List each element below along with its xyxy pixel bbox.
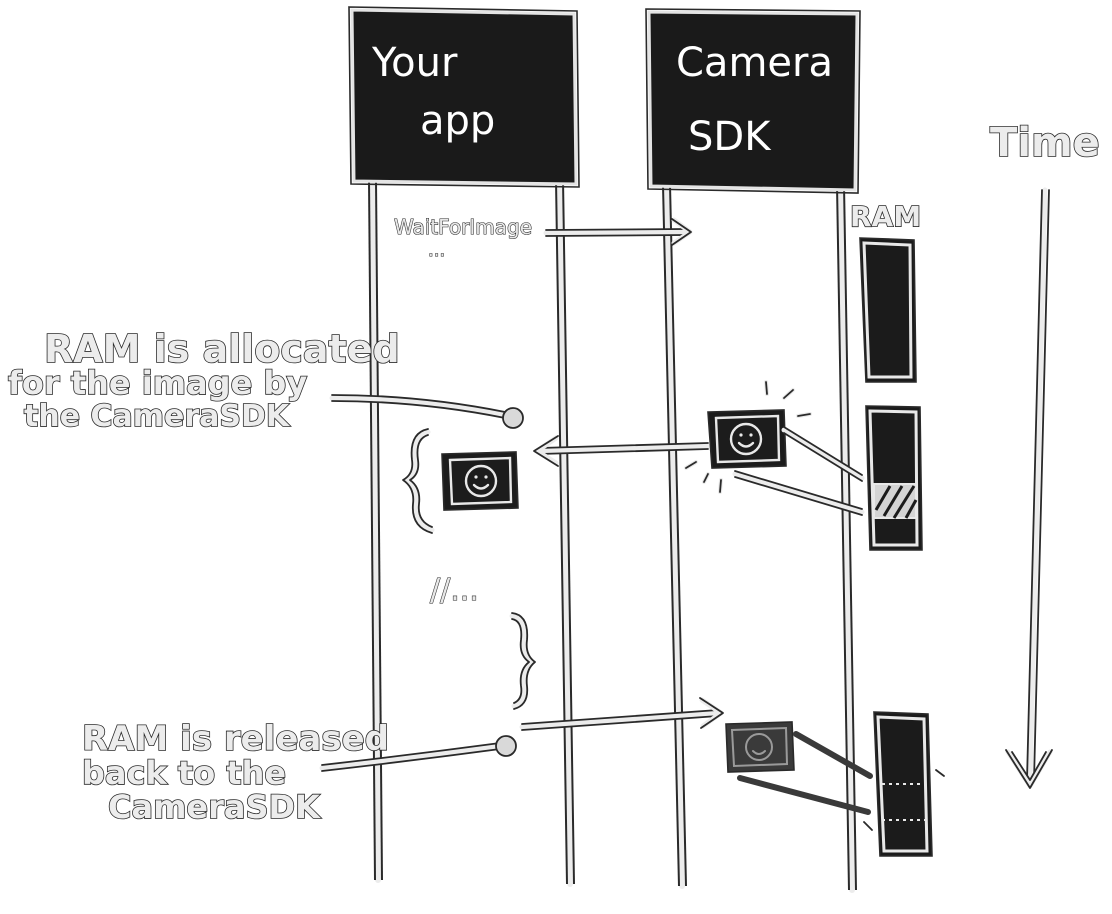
returned-ram-links [737, 731, 873, 815]
annotation-released-line2: back to the [82, 754, 286, 792]
image-ram-links [732, 426, 865, 516]
annotation-released-line1: RAM is released [82, 719, 389, 759]
image-flash-ticks [684, 380, 812, 494]
call-label: WaitForImage [394, 215, 532, 239]
ram-block-released [863, 711, 945, 857]
lane-header-app: Your app [348, 6, 580, 188]
lane-title-app-line1: Your [371, 40, 458, 86]
annotation-allocated-line1: RAM is allocated [44, 327, 400, 371]
time-arrow-icon [1005, 187, 1053, 789]
return-arrow-icon [533, 435, 711, 467]
annotation-released-dot [495, 735, 517, 757]
lane-title-sdk-line1: Camera [676, 40, 833, 86]
returned-image-icon [725, 721, 795, 773]
lane-title-app-line2: app [420, 98, 495, 144]
ram-label: RAM [850, 200, 921, 233]
ram-block-allocated [865, 405, 923, 551]
sdk-lifeline-right [836, 182, 857, 893]
annotation-released: RAM is released back to the CameraSDK [81, 718, 517, 827]
annotation-allocated-line3: the CameraSDK [24, 399, 291, 434]
call-ellipsis: ... [428, 240, 445, 261]
release-arrow-icon [519, 697, 724, 731]
open-brace-icon [402, 428, 435, 534]
lifelines [368, 177, 857, 893]
annotation-released-line3: CameraSDK [108, 788, 321, 826]
app-image-icon [441, 451, 519, 511]
call-arrow-icon [543, 217, 693, 246]
app-lifeline-right [555, 177, 575, 887]
lane-header-sdk: Camera SDK [645, 8, 861, 194]
app-lifeline-left [368, 177, 383, 883]
annotation-allocated-dot [502, 407, 524, 429]
pause-marker: //... [430, 573, 479, 608]
time-label: Time [990, 120, 1100, 166]
sdk-lifeline-left [662, 182, 687, 889]
lane-title-sdk-line2: SDK [688, 114, 772, 160]
close-brace-icon [509, 612, 536, 710]
sdk-image-icon [707, 409, 787, 469]
annotation-allocated: RAM is allocated for the image by the Ca… [7, 326, 524, 435]
annotation-allocated-line2: for the image by [8, 364, 307, 402]
ram-block-idle [859, 237, 917, 383]
